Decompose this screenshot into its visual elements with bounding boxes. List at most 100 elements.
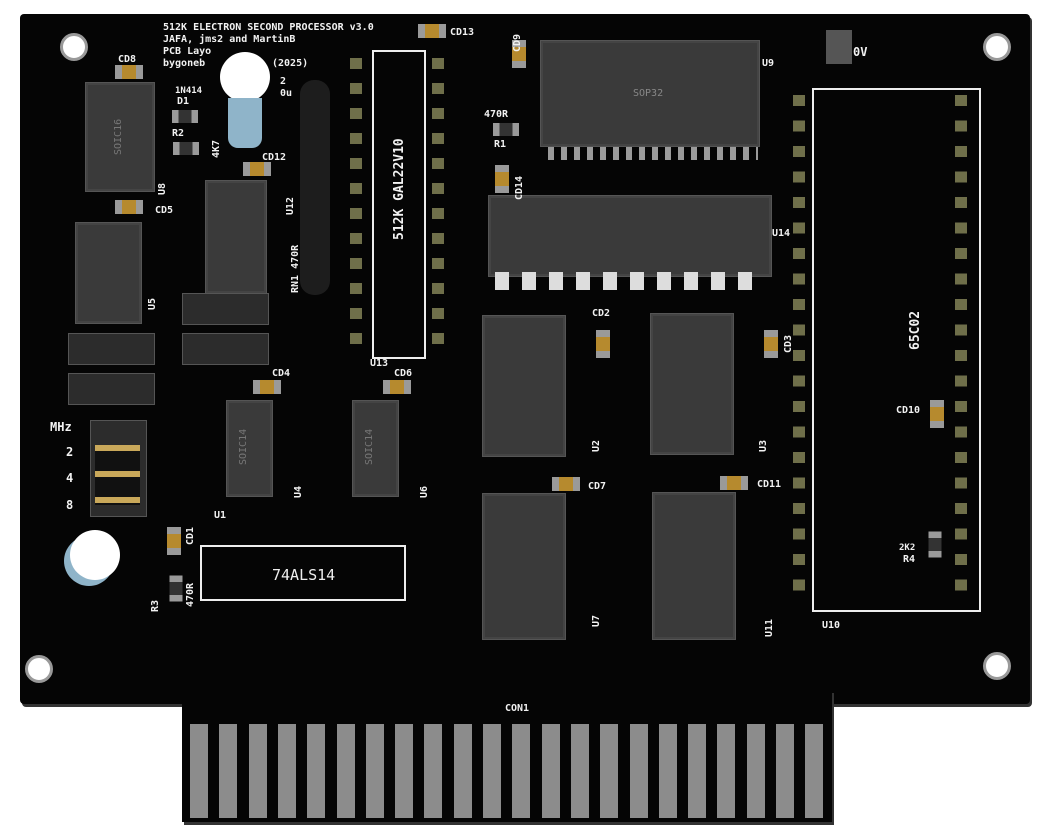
chip-u12 (205, 180, 267, 294)
capacitor-cd10 (930, 400, 944, 428)
title-line: 512K ELECTRON SECOND PROCESSOR v3.0 (163, 22, 374, 33)
edge-finger (629, 724, 648, 818)
chip-marking: SOP32 (633, 88, 664, 99)
gal-marking: 512K GAL22V10 (392, 138, 407, 240)
ref-cd2: CD2 (592, 308, 611, 319)
resistor-network-rn1 (300, 80, 330, 295)
chip-marking: SOIC14 (238, 428, 249, 465)
resistor-r2 (173, 142, 199, 155)
jumper-header (68, 373, 155, 405)
header-pins (95, 445, 140, 505)
chip-u8 (85, 82, 155, 192)
electrolytic-capacitor (70, 530, 120, 580)
edge-finger (219, 724, 238, 818)
ref-d1: D1 (177, 96, 190, 107)
edge-finger (307, 724, 326, 818)
r2-value: 4K7 (211, 139, 222, 158)
ref-u11: U11 (764, 618, 775, 637)
jumper-header (182, 293, 269, 325)
ref-u14: U14 (772, 228, 791, 239)
u13-pads-left (350, 58, 362, 348)
edge-finger (336, 724, 355, 818)
ref-cd5: CD5 (155, 205, 174, 216)
ref-u1: U1 (214, 510, 227, 521)
capacitor-cd6 (383, 380, 411, 394)
chip-marking: SOIC16 (113, 118, 124, 155)
ref-r1: R1 (494, 139, 507, 150)
capacitor-cd7 (552, 477, 580, 491)
r4-value: 2K2 (899, 543, 916, 553)
chip-u2 (482, 315, 566, 457)
d1-part: 1N414 (175, 86, 203, 96)
layout-author: bygoneb (163, 58, 206, 69)
resistor-r3 (169, 575, 183, 602)
diode-d1 (172, 110, 198, 123)
u10-pads-left (793, 95, 805, 605)
capacitor-cd2 (596, 330, 610, 358)
capacitor-cd14 (495, 165, 509, 193)
chip-u6 (352, 400, 399, 497)
layout-line: PCB Layo (163, 46, 212, 57)
edge-finger (776, 724, 794, 818)
ref-r3: R3 (150, 599, 161, 612)
edge-finger (190, 724, 208, 818)
u14-pins (495, 272, 765, 290)
resistor-r1 (493, 123, 519, 136)
ref-cd4: CD4 (272, 368, 291, 379)
clock-8mhz: 8 (66, 498, 74, 512)
edge-finger (248, 724, 267, 818)
resistor-r4 (928, 531, 942, 558)
edge-finger (512, 724, 531, 818)
ref-u7: U7 (591, 614, 602, 627)
u13-outline (372, 50, 426, 359)
ref-u10: U10 (822, 620, 841, 631)
capacitor-cd8 (115, 65, 143, 79)
ref-cd14: CD14 (514, 175, 525, 200)
clock-2mhz: 2 (66, 445, 74, 459)
edge-finger (541, 724, 560, 818)
ref-cd9: CD9 (512, 33, 523, 52)
credits-line: JAFA, jms2 and MartinB (163, 34, 296, 45)
edge-finger (424, 724, 443, 818)
chip-u11 (652, 492, 736, 640)
ref-cd13: CD13 (450, 27, 475, 38)
u10-outline (812, 88, 981, 612)
chip-u4 (226, 400, 273, 497)
ref-rn1: RN1 470R (290, 244, 301, 293)
edge-finger (453, 724, 472, 818)
ref-u13: U13 (370, 358, 389, 369)
ref-r2: R2 (172, 128, 185, 139)
edge-finger (600, 724, 619, 818)
electrolytic-capacitor (220, 52, 270, 102)
ref-r4: R4 (903, 554, 916, 565)
ref-u5: U5 (147, 297, 158, 310)
capacitor-cd3 (764, 330, 778, 358)
u1-outline (200, 545, 406, 601)
ref-u6: U6 (419, 485, 430, 498)
edge-finger (658, 724, 677, 818)
ref-cd6: CD6 (394, 368, 413, 379)
r3-value: 470R (185, 582, 196, 607)
capacitor-cd5 (115, 200, 143, 214)
ref-cd3: CD3 (783, 334, 794, 353)
chip-u14 (488, 195, 772, 277)
edge-finger (717, 724, 736, 818)
edge-finger (395, 724, 414, 818)
ref-u8: U8 (157, 182, 168, 195)
jumper-header (182, 333, 269, 365)
mounting-hole (983, 33, 1011, 61)
ref-cd7: CD7 (588, 481, 607, 492)
ref-cd8: CD8 (118, 54, 137, 65)
chip-marking: SOIC14 (364, 428, 375, 465)
ref-cd1: CD1 (185, 526, 196, 545)
ref-u4: U4 (293, 485, 304, 498)
cpu-marking: 65C02 (908, 310, 923, 350)
clock-4mhz: 4 (66, 471, 74, 485)
edge-finger (570, 724, 589, 818)
layout-year: (2025) (272, 58, 309, 69)
edge-finger (277, 724, 296, 818)
label-0v: 0V (853, 45, 868, 59)
capacitor-cd13 (418, 24, 446, 38)
ref-u3: U3 (758, 439, 769, 452)
edge-finger (365, 724, 384, 818)
